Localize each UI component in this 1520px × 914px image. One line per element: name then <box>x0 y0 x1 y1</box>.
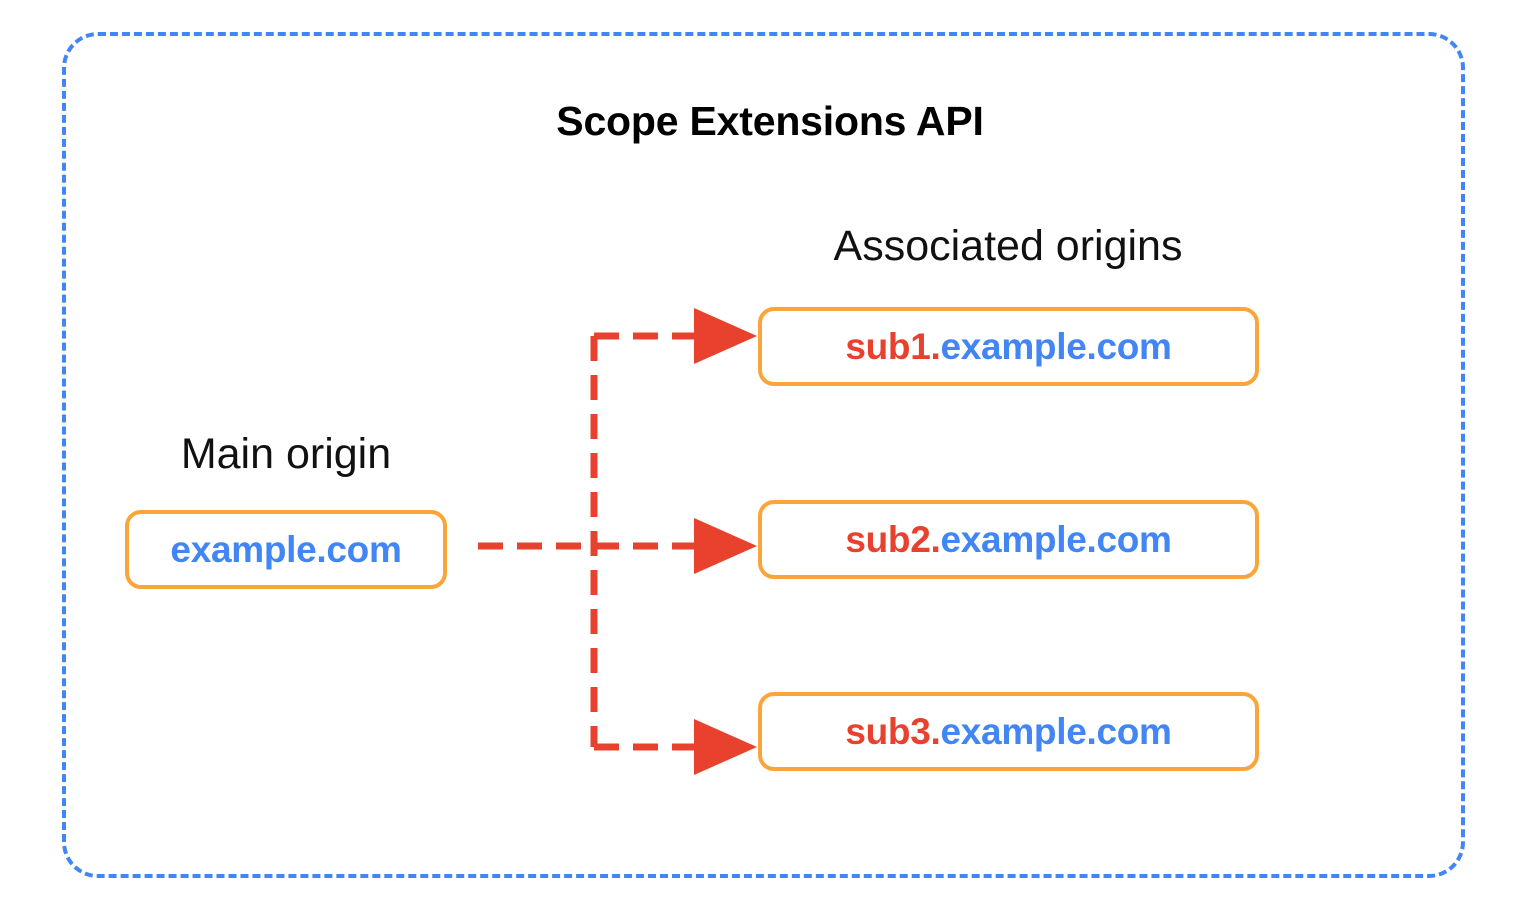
associated-origin-basedomain: example.com <box>940 710 1172 752</box>
main-origin-label: Main origin <box>180 430 392 478</box>
associated-origin-basedomain: example.com <box>940 518 1172 560</box>
associated-origin-subdomain: sub2. <box>845 518 941 560</box>
main-origin-value: example.com <box>170 528 402 570</box>
associated-origin-box-sub3[interactable]: sub3.example.com <box>758 692 1259 771</box>
associated-origin-box-sub1[interactable]: sub1.example.com <box>758 307 1259 386</box>
main-origin-box[interactable]: example.com <box>125 510 447 589</box>
associated-origin-box-sub2[interactable]: sub2.example.com <box>758 500 1259 579</box>
associated-origin-subdomain: sub3. <box>845 710 941 752</box>
scope-extensions-frame <box>62 32 1465 878</box>
associated-origin-basedomain: example.com <box>940 325 1172 367</box>
associated-origin-subdomain: sub1. <box>845 325 941 367</box>
associated-origins-label: Associated origins <box>833 222 1183 270</box>
page-title: Scope Extensions API <box>556 98 984 144</box>
